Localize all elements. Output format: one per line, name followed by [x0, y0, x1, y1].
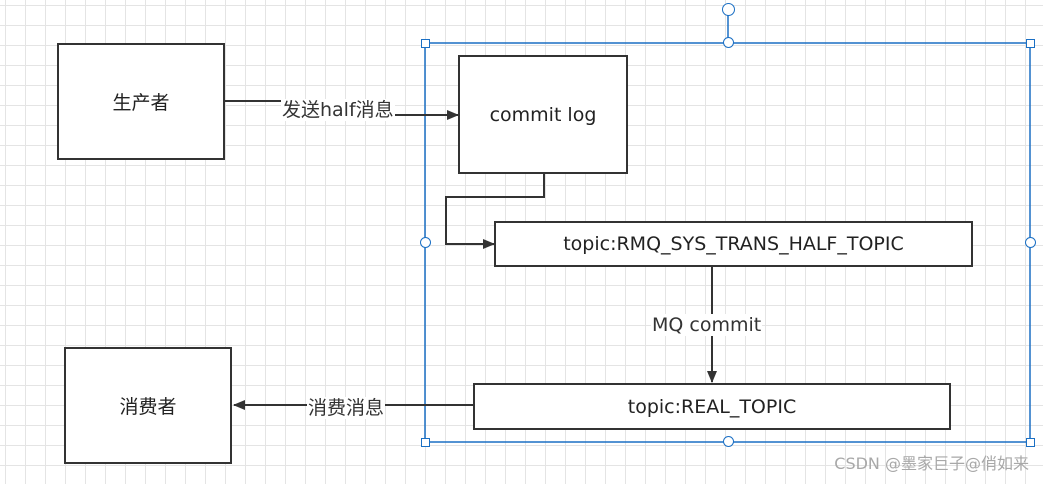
commit-log-node[interactable]: commit log — [458, 55, 628, 174]
resize-handle-right[interactable] — [1025, 237, 1036, 248]
send-half-label[interactable]: 发送half消息 — [281, 99, 395, 121]
consumer-label: 消费者 — [119, 396, 177, 418]
real-topic-node[interactable]: topic:REAL_TOPIC — [473, 383, 951, 430]
rotation-handle[interactable] — [722, 3, 735, 16]
resize-handle-bottom-left[interactable] — [421, 438, 430, 447]
mq-commit-label[interactable]: MQ commit — [651, 314, 763, 336]
half-topic-label: topic:RMQ_SYS_TRANS_HALF_TOPIC — [563, 233, 904, 255]
watermark: CSDN @墨家巨子@俏如来 — [834, 454, 1029, 473]
real-topic-label: topic:REAL_TOPIC — [627, 395, 797, 418]
consume-label[interactable]: 消费消息 — [307, 397, 386, 419]
resize-handle-bottom-right[interactable] — [1026, 438, 1035, 447]
resize-handle-bottom[interactable] — [723, 436, 734, 447]
commit-log-label: commit log — [489, 103, 597, 126]
resize-handle-top-right[interactable] — [1026, 39, 1035, 48]
edge-log-to-half[interactable] — [445, 174, 545, 249]
producer-label: 生产者 — [112, 92, 170, 114]
consumer-node[interactable]: 消费者 — [64, 347, 232, 464]
resize-handle-top[interactable] — [723, 37, 734, 48]
producer-node[interactable]: 生产者 — [57, 43, 225, 160]
resize-handle-left[interactable] — [420, 237, 431, 248]
half-topic-node[interactable]: topic:RMQ_SYS_TRANS_HALF_TOPIC — [494, 221, 973, 267]
resize-handle-top-left[interactable] — [421, 39, 430, 48]
